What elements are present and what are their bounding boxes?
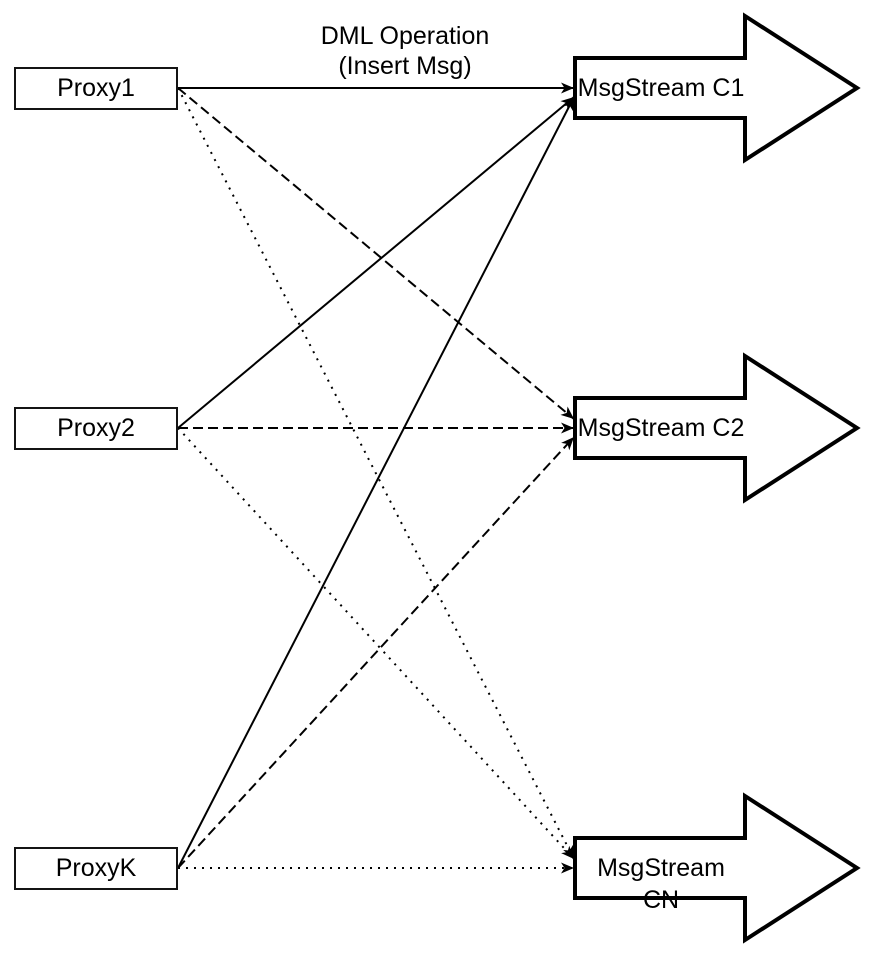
dml-operation-label: DML Operation (Insert Msg) — [255, 21, 555, 81]
proxy1-label: Proxy1 — [57, 74, 135, 102]
edge-proxyk-to-c1-solid — [177, 96, 575, 869]
msgstream-c1-arrow — [573, 12, 861, 164]
dml-operation-line1: DML Operation — [320, 22, 490, 50]
msgstream-c1-label: MsgStream C1 — [577, 74, 745, 102]
proxy2-box: Proxy2 — [14, 407, 178, 450]
msgstream-c2-arrow — [573, 352, 861, 504]
edge-proxy2-to-c1-solid — [177, 96, 575, 429]
proxyk-label: ProxyK — [55, 854, 137, 882]
msgstream-cn-arrow — [573, 792, 861, 944]
proxy2-label: Proxy2 — [57, 414, 135, 442]
edge-layer — [177, 82, 575, 874]
edge-proxy1-to-cn-dotted — [177, 87, 575, 860]
edge-proxy1-to-c2-dashed — [177, 87, 575, 420]
edge-proxy2-to-cn-dotted — [177, 427, 575, 860]
msgstream-c2-label: MsgStream C2 — [577, 414, 745, 442]
proxyk-box: ProxyK — [14, 847, 178, 890]
proxy1-box: Proxy1 — [14, 67, 178, 110]
edge-proxyk-to-c2-dashed — [177, 436, 575, 869]
msgstream-cn-label: MsgStream CN — [597, 854, 725, 914]
stream-shapes — [573, 12, 861, 944]
dml-operation-line2: (Insert Msg) — [338, 52, 472, 80]
